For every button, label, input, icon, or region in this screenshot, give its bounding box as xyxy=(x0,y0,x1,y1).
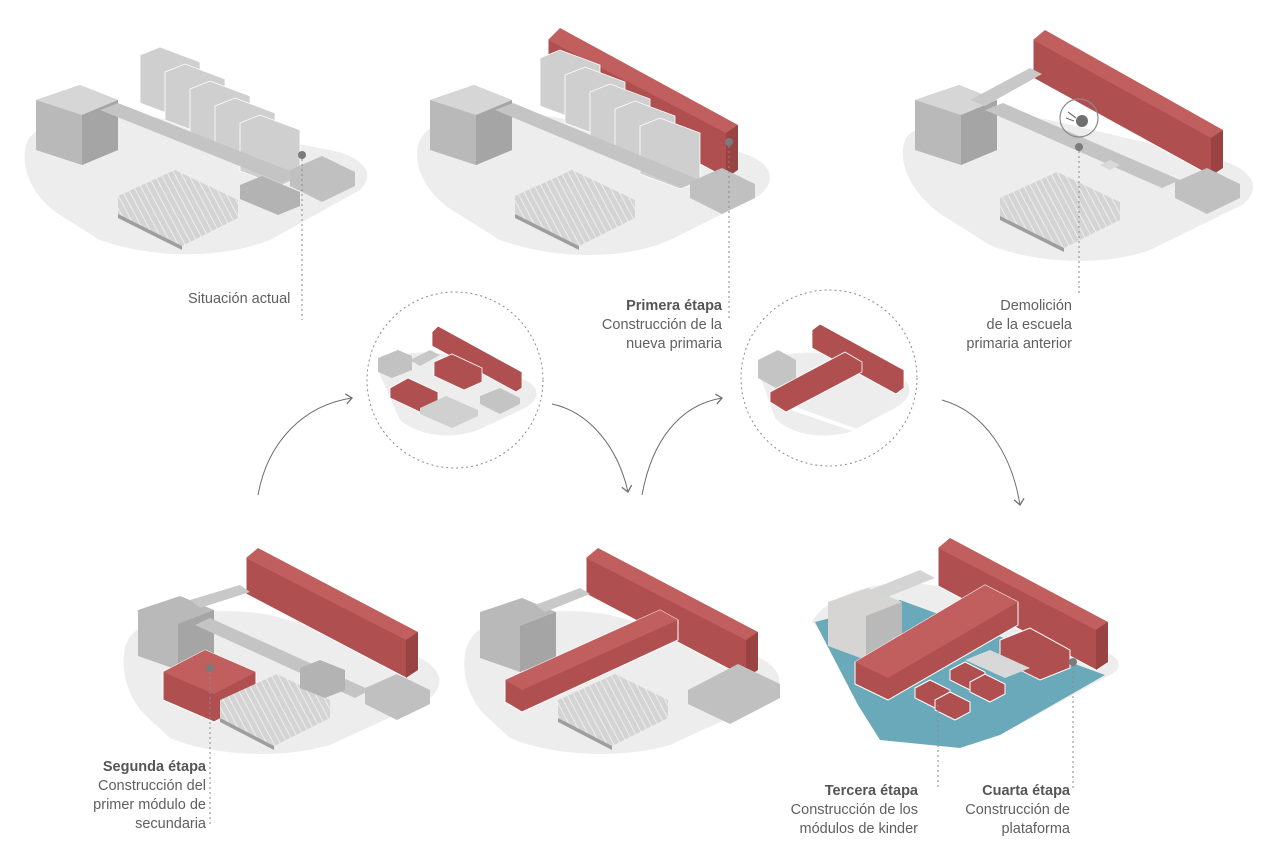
inset-circle-left xyxy=(366,291,544,469)
model-primera-etapa xyxy=(416,27,770,256)
leader-demolicion xyxy=(1075,143,1083,295)
model-demolicion xyxy=(902,29,1254,261)
curved-arrow-icon xyxy=(257,393,354,496)
label-demolicion: Demolición de la escuela primaria anteri… xyxy=(940,297,1072,354)
label-primera-title: Primera étapa xyxy=(626,298,722,314)
model-tercera-cuarta xyxy=(812,537,1119,748)
curved-arrow-icon xyxy=(941,399,1025,507)
inset-circle-right xyxy=(740,289,918,467)
flow-arrows xyxy=(257,393,1025,507)
label-situacion-line1: Situación actual xyxy=(188,291,291,307)
leader-cuarta xyxy=(1069,658,1077,790)
label-segunda-title: Segunda étapa xyxy=(102,759,206,775)
label-demolicion-line2: de la escuela xyxy=(986,317,1072,333)
label-primera-line1: Construcción de la xyxy=(601,317,722,333)
wrecking-ball-icon xyxy=(1059,98,1099,138)
label-demolicion-line1: Demolición xyxy=(1000,298,1072,314)
curved-arrow-icon xyxy=(551,403,633,493)
model-current-situation xyxy=(24,46,368,255)
label-segunda-line3: secundaria xyxy=(135,816,206,832)
label-tercera: Tercera étapa Construcción de los módulo… xyxy=(770,782,918,839)
label-segunda: Segunda étapa Construcción del primer mó… xyxy=(60,758,206,834)
leader-primera xyxy=(725,138,733,318)
label-cuarta: Cuarta étapa Construcción de plataforma xyxy=(940,782,1070,839)
leader-situacion xyxy=(298,151,306,320)
label-demolicion-line3: primaria anterior xyxy=(966,336,1072,352)
model-segunda-etapa xyxy=(123,547,440,754)
label-primera: Primera étapa Construcción de la nueva p… xyxy=(560,297,722,354)
label-tercera-title: Tercera étapa xyxy=(824,783,918,799)
label-situacion: Situación actual xyxy=(188,290,290,309)
label-primera-line2: nueva primaria xyxy=(626,336,722,352)
label-segunda-line1: Construcción del xyxy=(98,778,206,794)
label-cuarta-title: Cuarta étapa xyxy=(982,783,1070,799)
label-tercera-line2: módulos de kinder xyxy=(799,821,919,837)
label-segunda-line2: primer módulo de xyxy=(93,797,206,813)
label-tercera-line1: Construcción de los xyxy=(790,802,918,818)
leader-segunda xyxy=(206,664,214,826)
curved-arrow-icon xyxy=(641,393,724,496)
label-cuarta-line1: Construcción de xyxy=(965,802,1070,818)
label-cuarta-line2: plataforma xyxy=(1001,821,1070,837)
model-intermediate xyxy=(464,547,780,754)
